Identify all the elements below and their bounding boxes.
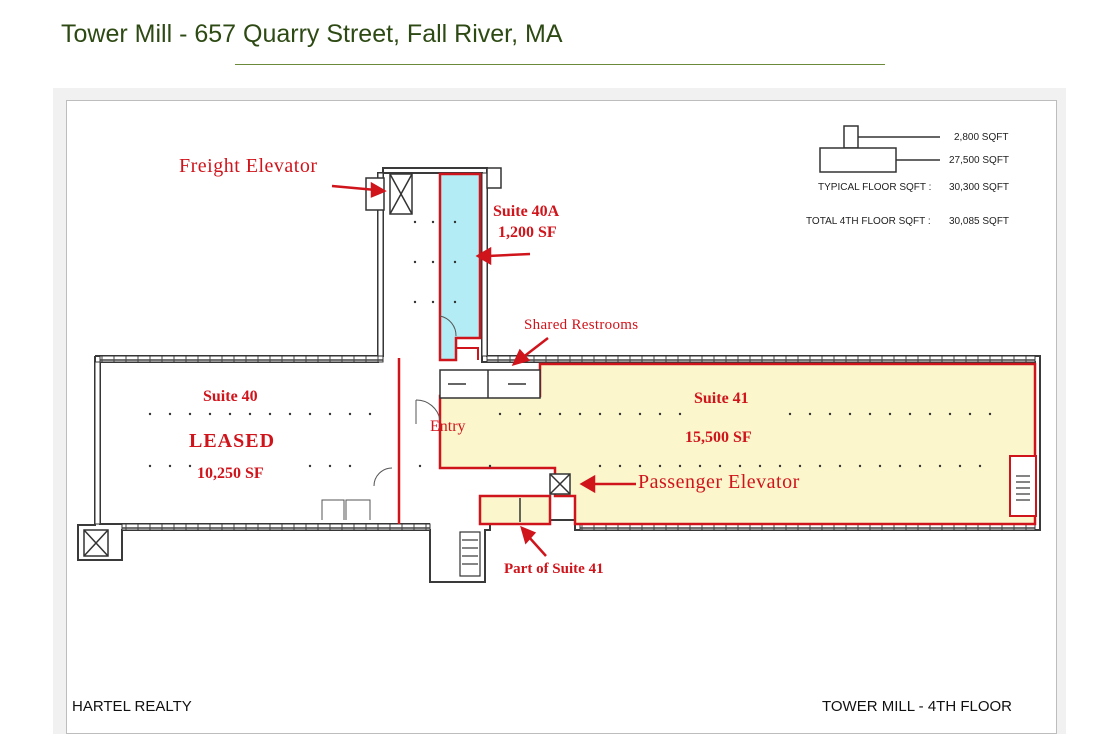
annotation-arrows bbox=[331, 181, 636, 557]
entry-label: Entry bbox=[430, 418, 466, 435]
legend-typical-value: 30,300 SQFT bbox=[949, 182, 1010, 193]
tower-wall-hatch-left bbox=[377, 172, 384, 357]
stairwell-right bbox=[1009, 455, 1037, 517]
stairwell-bottom-left bbox=[83, 529, 109, 557]
footer-floor: TOWER MILL - 4TH FLOOR bbox=[822, 698, 1013, 715]
column-grid bbox=[148, 220, 992, 468]
stairwell-bottom-center bbox=[459, 531, 481, 577]
legend-total-label: TOTAL 4TH FLOOR SQFT : bbox=[806, 216, 931, 227]
legend-large-sqft: 27,500 SQFT bbox=[949, 155, 1010, 166]
suite-40a-area bbox=[438, 172, 482, 362]
tower-wall-hatch-right bbox=[481, 172, 488, 357]
footer-company: HARTEL REALTY bbox=[72, 698, 192, 715]
page-title: Tower Mill - 657 Quarry Street, Fall Riv… bbox=[61, 20, 563, 48]
legend-small-sqft: 2,800 SQFT bbox=[954, 132, 1009, 143]
left-wall-hatch bbox=[94, 361, 101, 525]
shared-restrooms-label: Shared Restrooms bbox=[524, 317, 639, 333]
suite-40a-area-label: 1,200 SF bbox=[498, 224, 557, 241]
suite-41-area-label: 15,500 SF bbox=[685, 429, 752, 446]
shared-restrooms bbox=[439, 369, 541, 399]
legend-typical-label: TYPICAL FLOOR SQFT : bbox=[818, 182, 932, 193]
suite-41-label: Suite 41 bbox=[694, 390, 749, 407]
freight-elevator-label: Freight Elevator bbox=[179, 155, 318, 177]
suite-40-area-label: 10,250 SF bbox=[197, 465, 264, 482]
freight-elevator-shaft bbox=[365, 173, 413, 215]
part-of-suite-41-area bbox=[478, 494, 552, 526]
legend-symbol bbox=[819, 125, 940, 173]
top-wall-hatch-right bbox=[486, 355, 1036, 363]
legend-total-value: 30,085 SQFT bbox=[949, 216, 1010, 227]
suite-40a-label: Suite 40A bbox=[493, 203, 560, 220]
bottom-wall-hatch-left bbox=[121, 523, 431, 531]
suite-40-label: Suite 40 bbox=[203, 388, 258, 405]
passenger-elevator-label: Passenger Elevator bbox=[638, 471, 800, 493]
part-of-suite-41-label: Part of Suite 41 bbox=[504, 561, 604, 577]
suite-40-leased-label: LEASED bbox=[189, 430, 276, 452]
top-wall-hatch-left bbox=[99, 355, 384, 363]
title-divider bbox=[235, 64, 885, 65]
passenger-elevator-shaft bbox=[549, 473, 571, 495]
door-swings bbox=[321, 315, 457, 520]
